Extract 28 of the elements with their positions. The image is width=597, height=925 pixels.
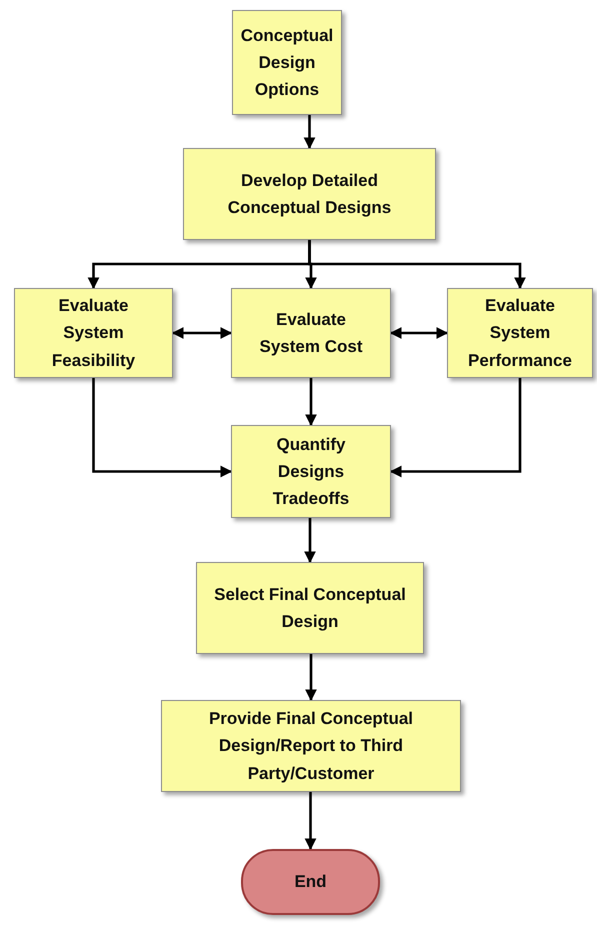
node-label: Quantify Designs Tradeoffs <box>272 434 350 510</box>
node-label: Select Final Conceptual Design <box>213 584 407 633</box>
process-box <box>196 562 424 654</box>
arrow <box>304 792 316 850</box>
node-label: Evaluate System Feasibility <box>50 295 136 372</box>
arrow <box>390 327 448 339</box>
process-box <box>447 288 593 378</box>
process-box <box>14 288 173 378</box>
process-box <box>231 288 391 378</box>
process-box <box>161 700 461 792</box>
arrow <box>305 378 317 426</box>
terminator-shape <box>241 849 380 915</box>
arrow <box>390 378 522 478</box>
arrow <box>92 378 232 478</box>
process-box <box>183 148 436 240</box>
process-box <box>232 10 342 115</box>
arrow <box>305 654 317 702</box>
node-label: Conceptual Design Options <box>240 24 334 102</box>
node-label: Evaluate System Cost <box>258 308 364 358</box>
arrow <box>304 518 316 564</box>
process-box <box>231 425 391 518</box>
node-label: Develop Detailed Conceptual Designs <box>226 170 392 219</box>
arrow <box>172 327 232 339</box>
node-label: Evaluate System Performance <box>467 295 573 372</box>
arrow <box>304 115 316 150</box>
node-label: Provide Final Conceptual Design/Report to Third Party/Customer <box>208 708 414 785</box>
arrow <box>308 240 526 290</box>
node-label: End <box>294 871 327 894</box>
